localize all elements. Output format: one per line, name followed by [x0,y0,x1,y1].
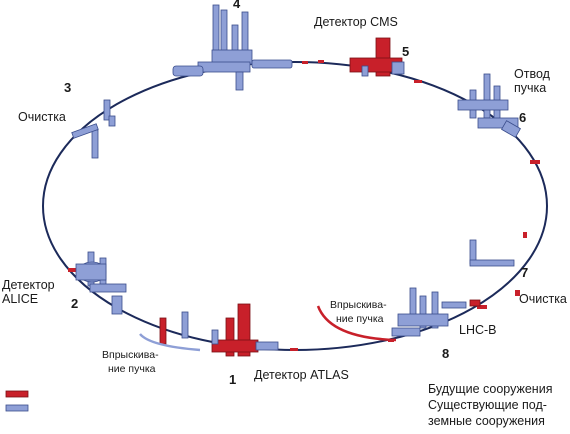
legend-future-text: Будущие сооружения [428,382,553,396]
label-lhcb: LHC-B [459,323,497,337]
point-number-1: 1 [229,372,237,387]
label-otvod-line1: Отвод [514,67,550,81]
label-cms: Детектор CMS [314,15,398,29]
point-7-structure [469,239,515,267]
point-number-7: 7 [521,265,529,280]
label-injection-left-line1: Впрыскива- [102,349,159,361]
label-otvod-line2: пучка [514,81,547,95]
label-injection-left-line2: ние пучка [108,363,156,375]
label-injection-right-line1: Впрыскива- [330,299,387,311]
legend-existing-line2: земные сооружения [428,414,545,428]
point-3-structure [71,99,116,159]
label-ochistka-left: Очистка [18,110,66,124]
label-ochistka-right: Очистка [519,292,567,306]
point-number-6: 6 [519,110,527,125]
label-alice-line2: ALICE [2,292,39,306]
point-8-structure [391,287,481,337]
point-1-atlas-structure [159,303,279,357]
point-number-8: 8 [442,346,450,361]
injection-line-right [316,305,397,342]
injection-line-left [139,333,201,352]
label-atlas: Детектор ATLAS [254,368,349,382]
point-5-cms-structure [349,37,405,77]
point-4-structure [172,4,293,91]
point-number-4: 4 [233,0,241,11]
label-injection-right-line2: ние пучка [336,313,384,325]
point-number-2: 2 [71,296,79,311]
legend-swatch-future [5,390,29,398]
point-2-structure [75,251,127,315]
legend-swatch-existing [5,404,29,412]
point-number-3: 3 [64,80,72,95]
point-6-structure [457,73,521,138]
point-number-5: 5 [402,44,410,59]
legend-existing-line1: Существующие под- [428,398,547,412]
label-alice-line1: Детектор [2,278,55,292]
